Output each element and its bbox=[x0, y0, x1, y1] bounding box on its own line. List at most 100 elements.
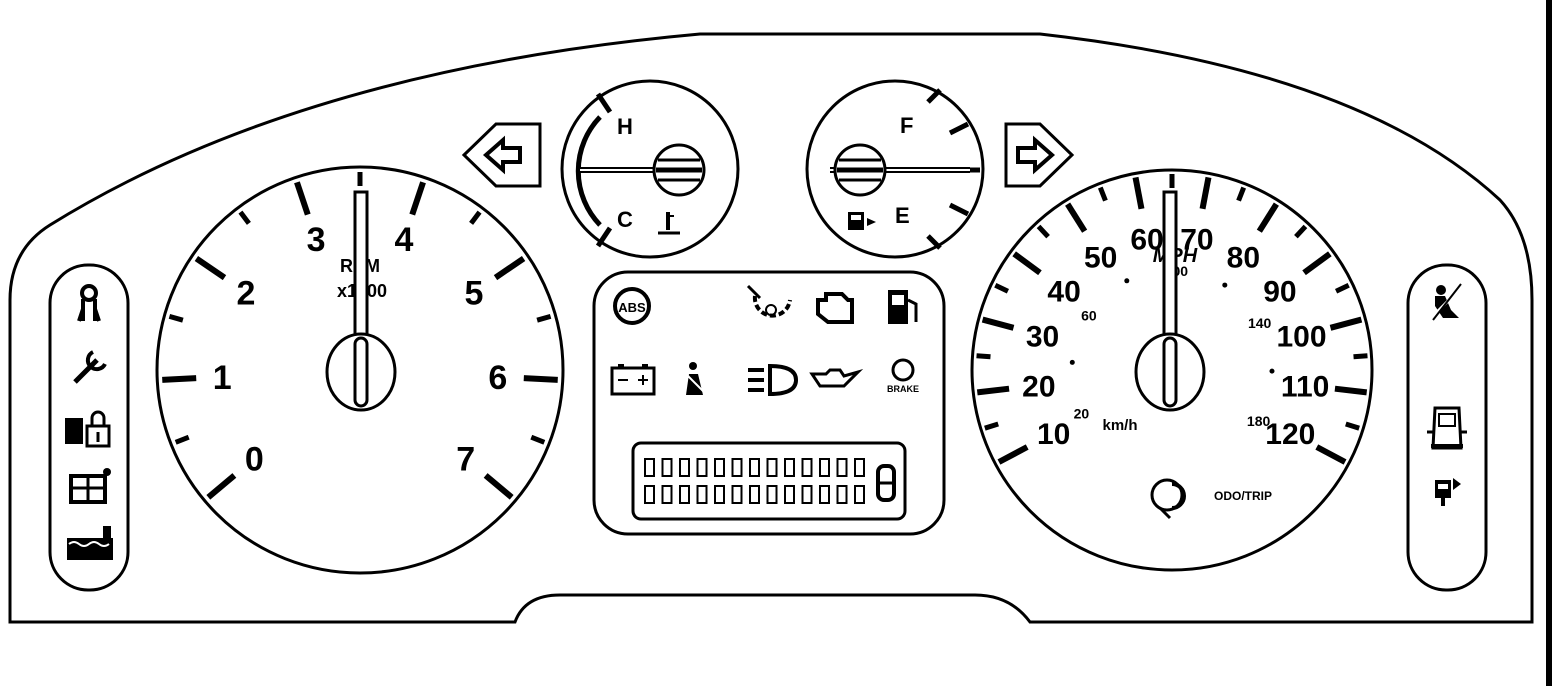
tachometer-hub-slot bbox=[353, 336, 369, 408]
speedometer-mph-label: 60 bbox=[1130, 223, 1163, 256]
speedometer-mph-label: 50 bbox=[1084, 242, 1117, 275]
speedometer-kmh-unit: km/h bbox=[1102, 417, 1137, 434]
tachometer-minor-tick bbox=[536, 313, 552, 323]
coolant-temperature-icon bbox=[658, 212, 680, 235]
lcd-segment-cell bbox=[749, 485, 760, 504]
speedometer-minor-tick bbox=[1236, 186, 1247, 202]
speedometer-major-tick bbox=[976, 385, 1010, 396]
high-beam-icon bbox=[748, 363, 799, 397]
odo-trip-reset-button[interactable] bbox=[1150, 478, 1186, 520]
tachometer-minor-tick bbox=[469, 210, 482, 225]
lcd-segment-cell bbox=[766, 458, 778, 477]
speedometer-major-tick bbox=[1132, 176, 1145, 210]
speedometer-major-tick bbox=[1012, 251, 1042, 276]
lcd-segment-cell bbox=[696, 458, 708, 477]
door-ajar-icon bbox=[1427, 406, 1467, 450]
coolant-level-icon bbox=[67, 526, 113, 560]
speedometer-minor-tick bbox=[976, 353, 991, 360]
wrench-icon bbox=[73, 350, 107, 384]
speedometer-mph-label: 10 bbox=[1037, 418, 1070, 451]
lcd-segment-cell bbox=[854, 458, 865, 477]
temperature-gauge: H C bbox=[560, 79, 740, 259]
lcd-segment-cell bbox=[801, 485, 813, 504]
speedometer-mph-label: 80 bbox=[1227, 242, 1260, 275]
lcd-segment-cell bbox=[766, 485, 778, 504]
speedometer-minor-tick bbox=[1036, 224, 1050, 239]
battery-icon bbox=[610, 364, 656, 396]
tachometer-minor-tick bbox=[238, 210, 251, 225]
speedometer-major-tick bbox=[1065, 202, 1088, 233]
speedometer-kmh-label: 140 bbox=[1248, 315, 1272, 331]
odometer-lcd bbox=[631, 441, 907, 521]
fuel-gauge: F E bbox=[805, 79, 985, 259]
tachometer-label: 6 bbox=[488, 359, 507, 397]
lcd-segment-cell bbox=[836, 485, 848, 504]
speedometer-major-tick bbox=[1256, 202, 1279, 233]
odometer-lcd-frame bbox=[631, 441, 907, 521]
lcd-segment-cell bbox=[854, 485, 865, 504]
speedometer-mph-label: 70 bbox=[1180, 223, 1213, 256]
left-arrow-icon bbox=[482, 135, 522, 175]
speedometer-kmh-dot bbox=[1222, 282, 1228, 288]
speedometer-major-tick bbox=[981, 316, 1015, 331]
speedometer-minor-tick bbox=[1353, 353, 1368, 360]
tow-haul-icon bbox=[77, 284, 101, 322]
temperature-hot-label: H bbox=[617, 114, 633, 139]
odometer-lcd-cells bbox=[644, 458, 865, 504]
speedometer-major-tick bbox=[1315, 444, 1347, 465]
lcd-segment-cell bbox=[801, 458, 813, 477]
frame-edge bbox=[1546, 0, 1552, 686]
oil-can-icon bbox=[809, 368, 864, 388]
speedometer-minor-tick bbox=[984, 421, 999, 431]
door-lock-icon bbox=[65, 410, 111, 448]
lcd-segment-cell bbox=[784, 485, 795, 504]
svg-text:BRAKE: BRAKE bbox=[887, 384, 919, 394]
tachometer-label: 7 bbox=[456, 441, 475, 479]
speedometer-major-tick bbox=[1329, 316, 1363, 331]
lcd-segment-cell bbox=[661, 458, 673, 477]
tachometer-major-tick bbox=[206, 473, 237, 500]
speedometer-mph-label: 20 bbox=[1022, 370, 1055, 403]
speedometer-mph-label: 120 bbox=[1265, 418, 1315, 451]
lcd-segment-cell bbox=[679, 485, 690, 504]
speedometer-hub-slot bbox=[1162, 336, 1178, 408]
lcd-segment-cell bbox=[644, 485, 655, 504]
tachometer-label: 5 bbox=[465, 274, 484, 312]
lcd-segment-cell bbox=[819, 458, 830, 477]
cargo-icon bbox=[69, 468, 111, 504]
speedometer-kmh-dot bbox=[1124, 278, 1130, 284]
speedometer-major-tick bbox=[997, 444, 1029, 465]
tachometer-minor-tick bbox=[174, 434, 190, 445]
check-engine-icon bbox=[816, 292, 854, 324]
tachometer-label: 2 bbox=[237, 274, 256, 312]
tachometer-major-tick bbox=[162, 375, 197, 383]
speedometer-minor-tick bbox=[1294, 224, 1308, 239]
lcd-segment-cell bbox=[731, 485, 743, 504]
traction-control-icon bbox=[746, 284, 792, 318]
right-turn-signal bbox=[1004, 122, 1075, 188]
tachometer-ticks bbox=[162, 172, 558, 500]
left-turn-signal bbox=[461, 122, 542, 188]
speedometer-kmh-label: 60 bbox=[1081, 307, 1097, 323]
svg-text:ABS: ABS bbox=[618, 300, 646, 315]
fuel-empty-label: E bbox=[895, 203, 910, 228]
speedometer-mph-label: 100 bbox=[1276, 321, 1326, 354]
tachometer-label: 1 bbox=[213, 359, 232, 397]
lcd-segment-cell bbox=[749, 458, 760, 477]
lcd-segment-cell bbox=[819, 485, 830, 504]
seatbelt-icon bbox=[683, 362, 705, 395]
lcd-segment-cell bbox=[714, 458, 725, 477]
tachometer-major-tick bbox=[523, 375, 558, 383]
temperature-arc bbox=[575, 115, 602, 227]
lcd-segment-cell bbox=[644, 458, 655, 477]
speedometer-ticks bbox=[976, 174, 1368, 465]
tachometer-major-tick bbox=[194, 255, 227, 281]
right-arrow-icon bbox=[1016, 135, 1056, 175]
speedometer-major-tick bbox=[1302, 251, 1332, 276]
tachometer-major-tick bbox=[493, 255, 526, 281]
speedometer-mph-label: 110 bbox=[1281, 370, 1329, 403]
